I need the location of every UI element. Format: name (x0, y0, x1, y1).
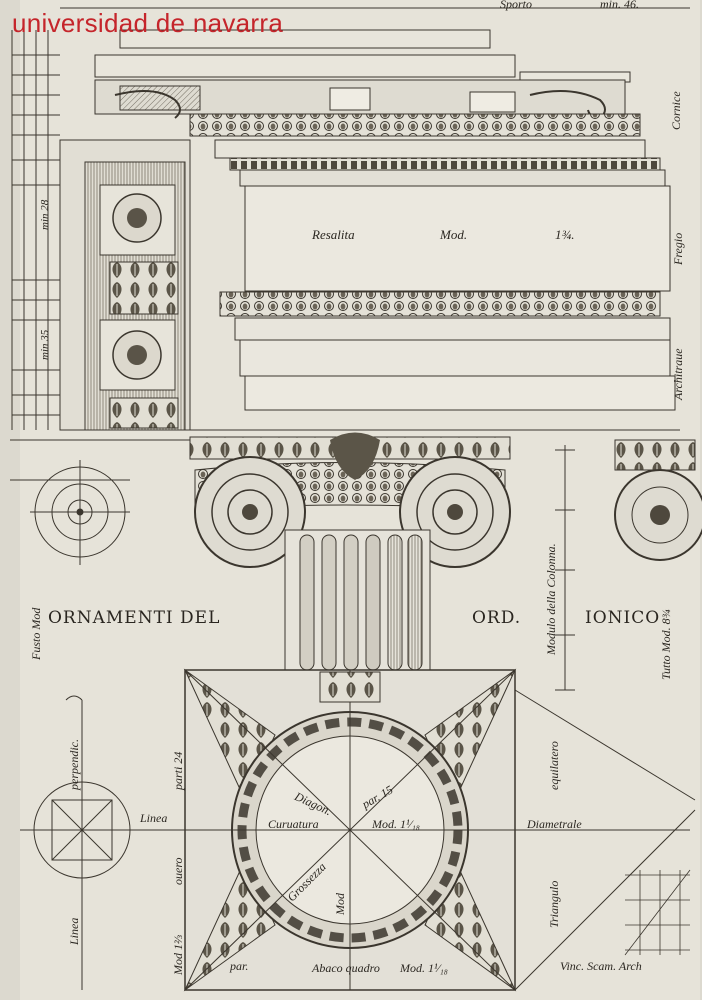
mod-label: Mod. (440, 227, 468, 242)
vinc-label: Vinc. Scam. Arch (560, 959, 642, 973)
title-left: ORNAMENTI DEL (48, 608, 221, 628)
fusto-label: Fusto Mod (29, 607, 43, 660)
abaco-label: Abaco quadro (312, 961, 380, 975)
linea-left-label: Linea (67, 917, 81, 945)
architrave (190, 291, 680, 431)
grid-diagram (624, 869, 691, 956)
parti24-label: parti 24 (171, 751, 185, 790)
mod-abaco-label: Mod. 1¹⁄₁₈ (400, 961, 448, 975)
architrave-label: Architraue (671, 348, 685, 400)
triangulo-label: Triangulo (547, 880, 561, 928)
frieze (244, 185, 671, 292)
equilatero-label: equilatero (547, 741, 561, 790)
mod-a-label: Mod (333, 893, 347, 915)
sporto-label: Sporto (500, 0, 533, 11)
par-label: par. (230, 959, 249, 973)
right-capital (614, 439, 702, 561)
mod-curuatura-label: Mod. 1¹⁄₁₈ (372, 817, 420, 831)
measure-scale (11, 30, 60, 430)
frame-panel (59, 139, 191, 431)
square-diagram (33, 695, 131, 990)
cornice-label: Cornice (669, 91, 683, 130)
min28-label: min 28 (39, 199, 51, 230)
diametrale-label: Diametrale (527, 817, 582, 831)
title-ord: ORD. (472, 608, 522, 628)
mod-left-label: Mod 1⅔ (171, 935, 185, 975)
resalita-label: Resalita (312, 227, 355, 242)
ouero-label: ouero (171, 857, 185, 885)
min35-label: min 35 (39, 329, 51, 360)
watermark: universidad de navarra (12, 8, 284, 38)
fregio-label: Fregio (671, 232, 685, 265)
perpendic-label: perpendic. (67, 739, 81, 790)
mod-value: 1¾. (555, 227, 575, 242)
tutto-label: Tutto Mod. 8¾ (659, 609, 673, 680)
modulo-label: Modulo della Colonna. (544, 543, 558, 655)
min-top-label: min. 46. (600, 0, 639, 11)
column-shaft (284, 529, 431, 671)
volute-detail (10, 439, 190, 565)
abacus-plan (20, 668, 696, 992)
modulo-scale (555, 445, 575, 691)
title-right: IONICO (585, 608, 661, 628)
curuatura-label: Curuatura (268, 817, 319, 831)
linea-label: Linea (140, 811, 168, 825)
